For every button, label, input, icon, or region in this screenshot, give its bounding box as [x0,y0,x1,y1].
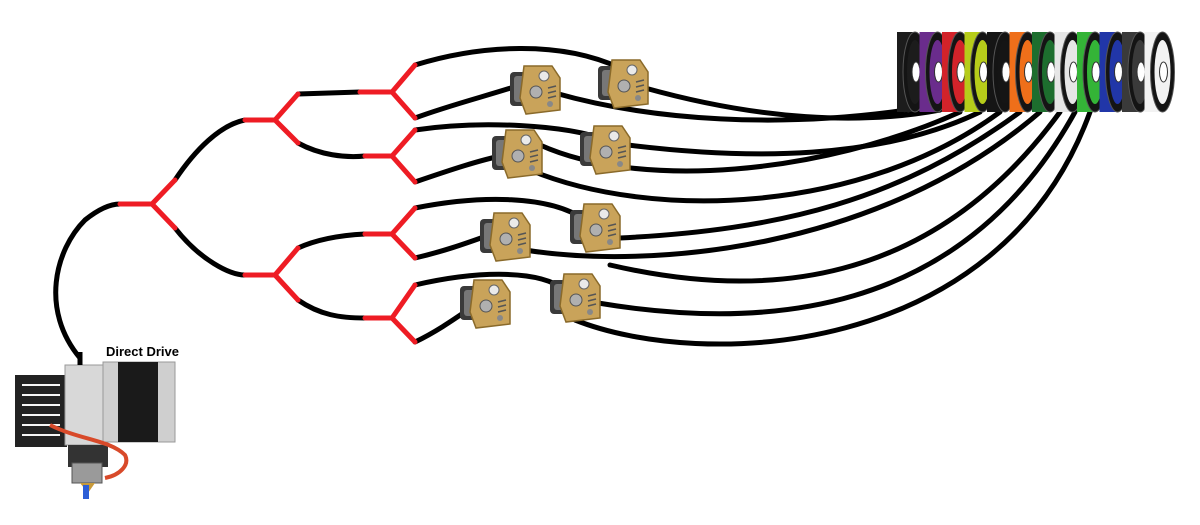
wire [172,117,248,183]
stepper-motor [118,362,158,442]
wire [552,90,923,123]
y-splitter-d [362,282,418,345]
wire [522,109,1043,260]
wire [295,140,368,160]
y-splitter-main [117,177,178,231]
wire [295,231,368,251]
filament-spool [1144,31,1175,113]
splitter-tree-wires [53,89,368,361]
heater-block [71,462,103,484]
extruder-motor [569,203,621,253]
heater-wire [49,423,129,480]
y-splitter-b [362,127,418,185]
wire [295,297,368,321]
y-splitter-lower [242,245,301,303]
filament-spools [897,31,1175,113]
extruder-motor [579,125,631,175]
direct-drive-assembly: Direct Drive [15,344,179,499]
extruder-motor [509,65,561,115]
wire [625,109,983,157]
wire [607,109,1063,284]
wire [412,46,623,71]
extruder-motor [597,59,649,109]
wire [572,109,1093,347]
heater-block-housing [68,445,108,467]
extruder-motor [491,129,543,179]
extruder-motor [459,279,511,329]
nozzle-tip [83,485,89,499]
filament-spool [1009,31,1040,113]
wire [527,109,1003,204]
wire [617,109,1023,241]
direct-drive-label: Direct Drive [106,344,179,359]
wire [295,89,363,97]
y-splitter-upper [242,91,301,146]
wire [412,152,508,185]
wire [53,201,123,361]
y-splitters [117,62,418,345]
y-splitter-c [362,205,418,261]
wire [642,85,943,121]
filament-spool [987,31,1018,113]
extruder-motor [549,273,601,323]
y-splitter-a [357,62,418,121]
wire [595,109,1078,317]
wire [412,82,523,121]
wire [172,225,248,278]
extruder-motor [479,212,531,262]
